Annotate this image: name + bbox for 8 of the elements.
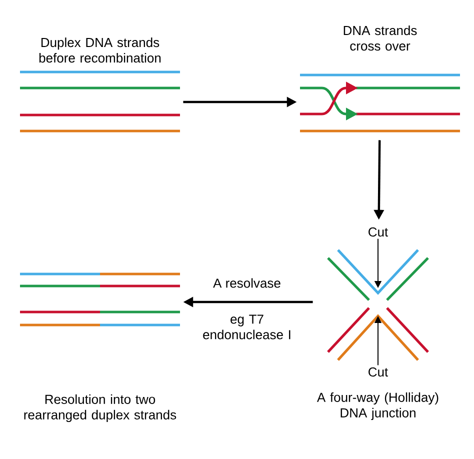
- panel-heading: Duplex DNA strands before recombination: [39, 38, 161, 63]
- panel-heading: A four-way (Holliday) DNA junction: [317, 392, 438, 420]
- cut-label: Cut: [368, 227, 388, 237]
- enzyme-note: eg T7 endonuclease I: [203, 314, 290, 340]
- cut-label: Cut: [368, 367, 388, 377]
- panel-heading: DNA strands cross over: [344, 26, 417, 51]
- panel-heading: Resolution into two rearranged duplex strands: [24, 394, 176, 422]
- edge-label: A resolvase: [212, 277, 282, 289]
